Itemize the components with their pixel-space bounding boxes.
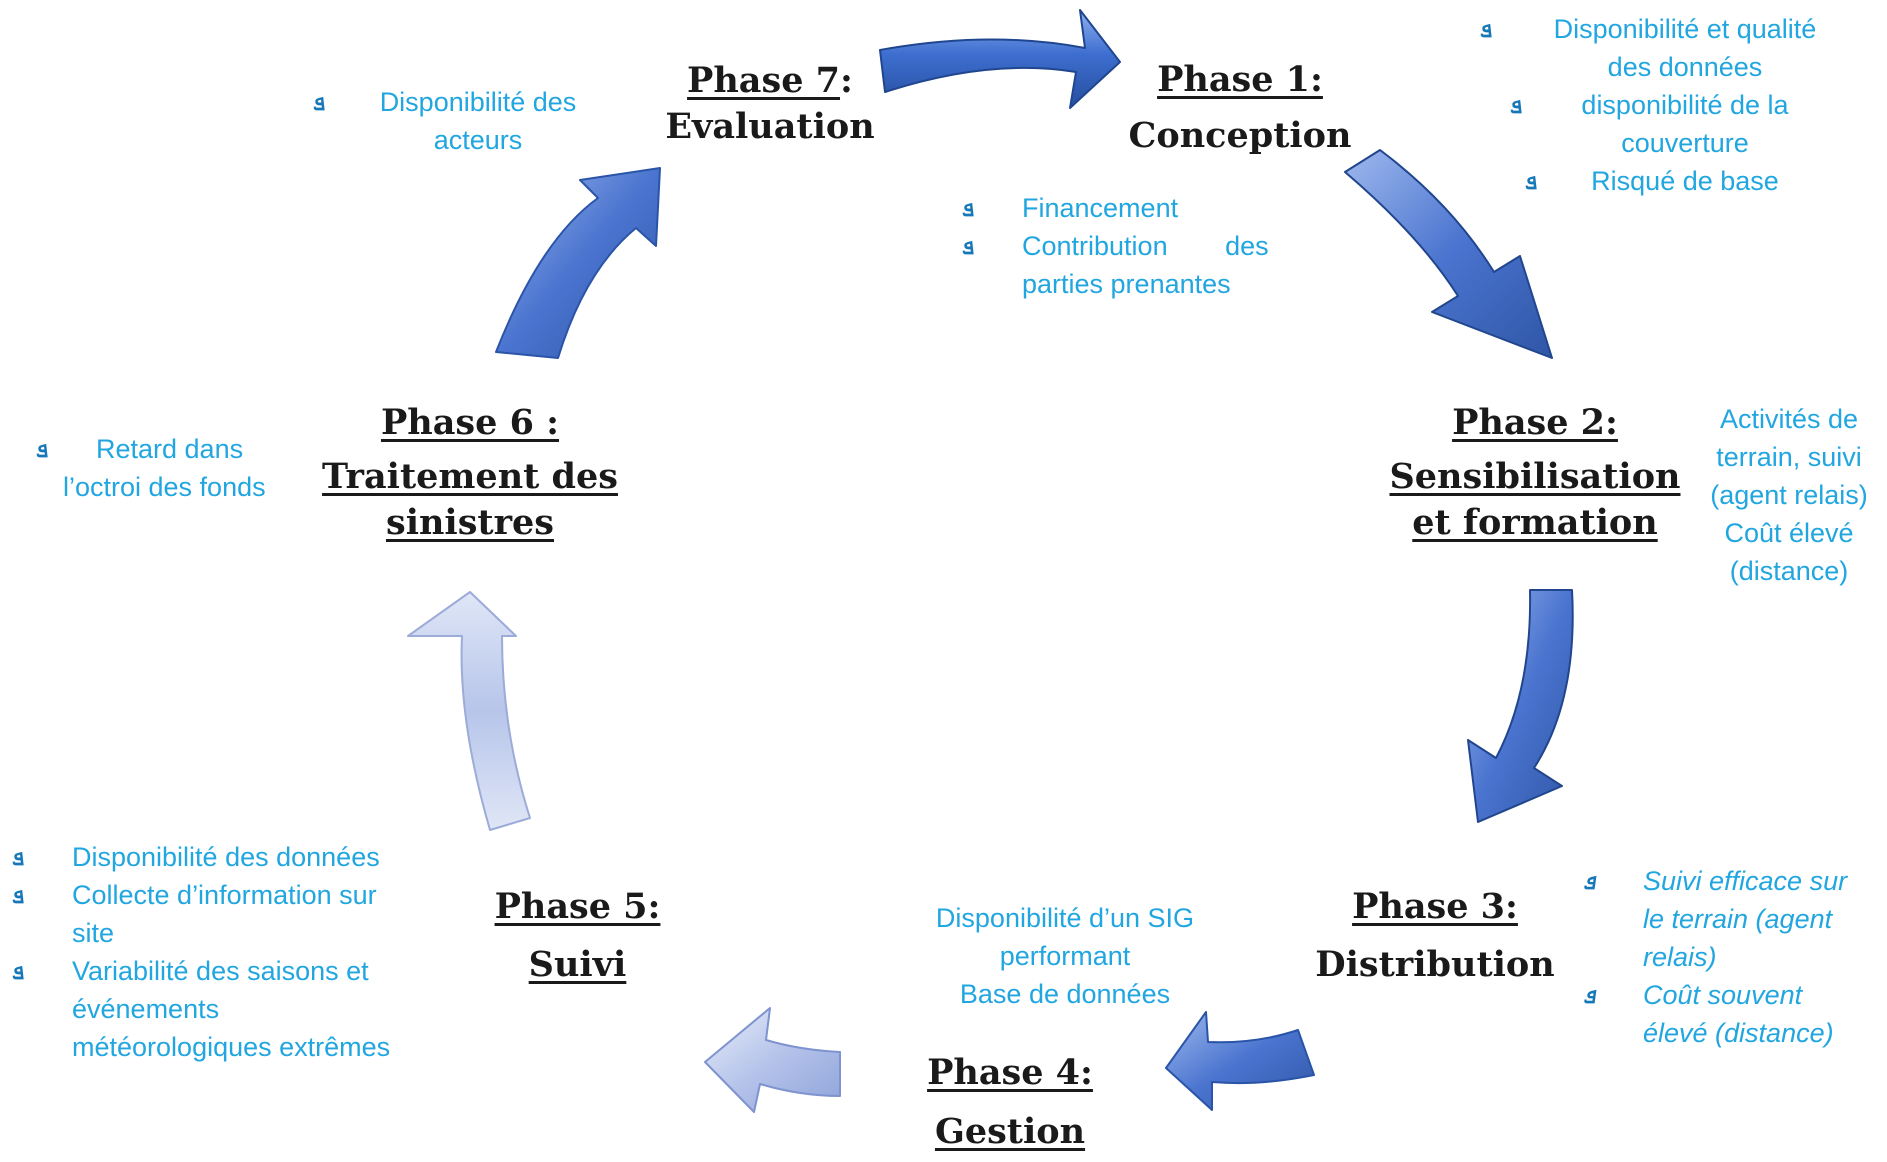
phase-4-notes: Disponibilité d’un SIG performant Base d… <box>900 899 1230 1013</box>
phase-5-name: Suivi <box>528 943 627 985</box>
blue-bullet-icon: ܦ <box>1583 984 1596 1009</box>
blue-bullet-icon: ܦ <box>12 960 25 985</box>
note-line: météorologiques extrêmes <box>72 1032 391 1062</box>
note-line: site <box>72 918 115 948</box>
note-line: (distance) <box>1729 556 1849 586</box>
note-line: Coût élevé <box>1724 518 1854 548</box>
note-line: Retard dans <box>96 434 244 464</box>
phase-1-notes-top: ܦ Disponibilité et qualité des données ܦ… <box>1480 10 1860 200</box>
phase-6-name-line-2: sinistres <box>385 502 555 544</box>
blue-bullet-icon: ܦ <box>962 235 975 260</box>
list-item: ܦ Retard dans l’octroi des fonds <box>36 430 306 506</box>
blue-bullet-icon: ܦ <box>1510 94 1523 119</box>
arrow-phase1-to-phase2 <box>1344 149 1553 359</box>
phase-1-title: Phase 1: <box>1157 59 1323 100</box>
note-line: le terrain (agent <box>1643 904 1833 934</box>
phase-7-title-suffix: : <box>840 60 853 101</box>
phase-1-name: Conception <box>1128 115 1352 156</box>
note-line: performant <box>999 941 1131 971</box>
note-line: Variabilité des saisons et <box>72 956 369 986</box>
phase-2-title: Phase 2: <box>1452 402 1618 443</box>
phase-5-notes: ܦ Disponibilité des données ܦ Collecte d… <box>12 838 442 1066</box>
note-line: terrain, suivi <box>1716 442 1862 472</box>
note-line: Financement <box>1022 193 1179 223</box>
note-line: acteurs <box>433 125 523 155</box>
list-item: ܦ Variabilité des saisons et événements … <box>12 952 442 1066</box>
blue-bullet-icon: ܦ <box>1583 870 1596 895</box>
note-line: Activités de <box>1719 404 1859 434</box>
note-line: Disponibilité d’un SIG <box>935 903 1195 933</box>
phase-3-name: Distribution <box>1315 943 1555 985</box>
blue-bullet-icon: ܦ <box>313 91 326 116</box>
note-line: Contribution des <box>1022 231 1269 261</box>
blue-bullet-icon: ܦ <box>36 438 49 463</box>
note-line: Disponibilité des données <box>72 842 380 872</box>
note-line: Collecte d’information sur <box>72 880 377 910</box>
note-line: l’octroi des fonds <box>63 472 266 502</box>
list-item: ܦ disponibilité de la couverture <box>1510 86 1860 162</box>
arrow-phase3-to-phase4 <box>1165 1011 1315 1111</box>
arrow-phase7-to-phase1 <box>879 9 1121 109</box>
phase-1-notes-bottom: ܦ Financement ܦ Contribution des parties… <box>962 189 1297 303</box>
list-item: ܦ Coût souvent élevé (distance) <box>1583 976 1883 1052</box>
phase-1: Phase 1: Conception <box>1120 52 1360 164</box>
phase-2-name-line-1: Sensibilisation <box>1389 456 1681 498</box>
note-line: parties prenantes <box>1022 269 1231 299</box>
note-line: événements <box>72 994 220 1024</box>
note-line: couverture <box>1621 128 1749 158</box>
phase-6: Phase 6 : Traitement des sinistres <box>305 400 635 547</box>
blue-bullet-icon: ܦ <box>1480 18 1493 43</box>
arrow-phase6-to-phase7 <box>495 167 661 359</box>
note-line: Suivi efficace sur <box>1643 866 1848 896</box>
note-line: (agent relais) <box>1710 480 1868 510</box>
phase-3-title: Phase 3: <box>1352 886 1518 927</box>
phase-3: Phase 3: Distribution <box>1300 878 1570 994</box>
arrow-phase4-to-phase5 <box>704 1007 841 1113</box>
note-line: des données <box>1607 52 1763 82</box>
arrow-phase2-to-phase3 <box>1467 589 1574 823</box>
note-line: Disponibilité des <box>379 87 577 117</box>
note-line: Disponibilité et qualité <box>1553 14 1817 44</box>
phase-2-name-line-2: et formation <box>1412 502 1658 544</box>
phase-7: Phase 7: Evaluation <box>655 58 885 150</box>
phase-2-notes: Activités de terrain, suivi (agent relai… <box>1694 400 1884 590</box>
phase-6-title: Phase 6 : <box>380 402 560 443</box>
phase-7-name: Evaluation <box>665 106 875 148</box>
phase-2: Phase 2: Sensibilisation et formation <box>1375 400 1695 547</box>
phase-3-notes: ܦ Suivi efficace sur le terrain (agent r… <box>1583 862 1883 1052</box>
phase-7-title: Phase 7 <box>687 60 841 101</box>
note-line: Risqué de base <box>1591 166 1779 196</box>
note-line: relais) <box>1643 942 1717 972</box>
note-line: disponibilité de la <box>1581 90 1789 120</box>
blue-bullet-icon: ܦ <box>12 884 25 909</box>
phase-4-title: Phase 4: <box>927 1052 1093 1093</box>
list-item: ܦ Contribution des parties prenantes <box>962 227 1297 303</box>
phase-5: Phase 5: Suivi <box>470 878 685 994</box>
phase-4-name: Gestion <box>934 1110 1086 1152</box>
note-line: Base de données <box>959 979 1171 1009</box>
phase-7-notes: ܦ Disponibilité des acteurs <box>313 83 593 159</box>
arrow-phase5-to-phase6 <box>407 591 531 831</box>
list-item: ܦ Risqué de base <box>1510 162 1860 200</box>
list-item: ܦ Disponibilité et qualité des données <box>1480 10 1860 86</box>
phase-5-title: Phase 5: <box>494 886 661 927</box>
list-item: ܦ Suivi efficace sur le terrain (agent r… <box>1583 862 1883 976</box>
blue-bullet-icon: ܦ <box>1525 170 1538 195</box>
note-line: élevé (distance) <box>1643 1018 1834 1048</box>
blue-bullet-icon: ܦ <box>12 846 25 871</box>
phase-6-notes: ܦ Retard dans l’octroi des fonds <box>36 430 306 506</box>
phase-4: Phase 4: Gestion <box>900 1044 1120 1162</box>
list-item: ܦ Disponibilité des données <box>12 838 442 876</box>
note-line: Coût souvent <box>1643 980 1803 1010</box>
list-item: ܦ Financement <box>962 189 1297 227</box>
list-item: ܦ Disponibilité des acteurs <box>313 83 593 159</box>
blue-bullet-icon: ܦ <box>962 197 975 222</box>
list-item: ܦ Collecte d’information sur site <box>12 876 442 952</box>
phase-6-name-line-1: Traitement des <box>322 456 618 498</box>
